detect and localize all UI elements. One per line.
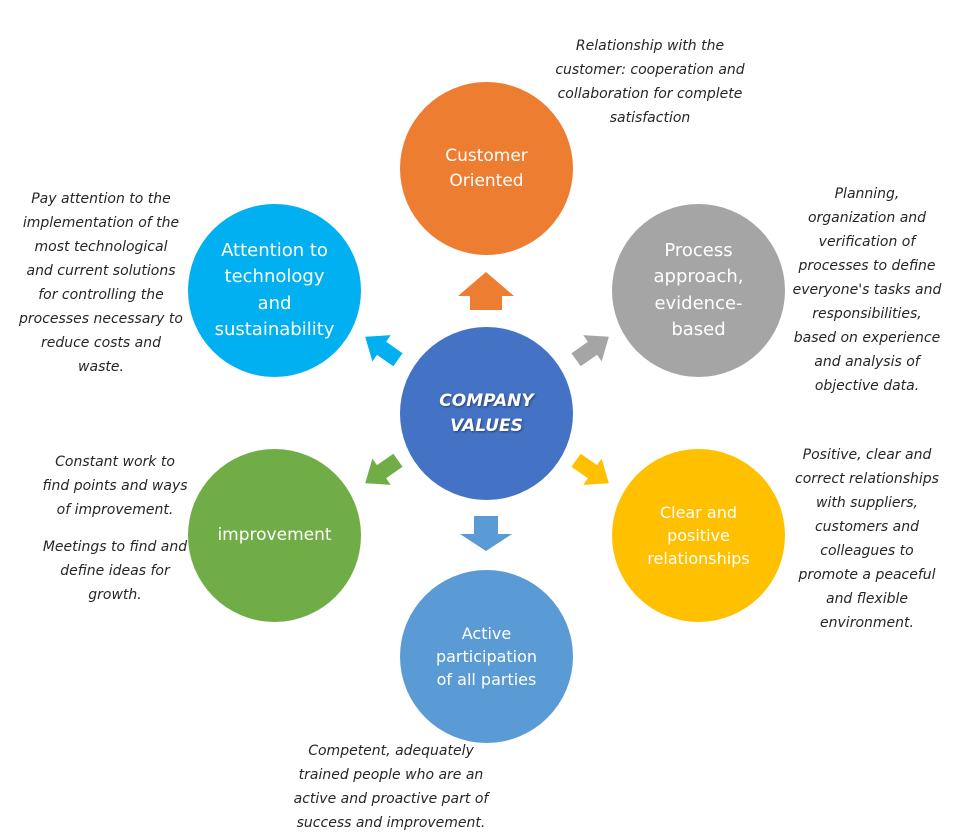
label-company-values: COMPANY VALUES (439, 390, 534, 436)
arrow-lower-left-improvement (365, 453, 403, 485)
note-clear-relationships: Positive, clear and correct relationship… (795, 447, 939, 631)
circle-process-approach: Process approach, evidence- based (612, 204, 785, 377)
note-improvement-work: Constant work to find points and ways of… (42, 454, 188, 518)
arrow-upper-right-process (571, 335, 609, 367)
label-clear-relationships: Clear and positive relationships (647, 502, 750, 569)
label-improvement: improvement (217, 525, 332, 546)
note-customer-oriented: Relationship with the customer: cooperat… (555, 38, 745, 126)
arrow-lower-right-relationships (571, 453, 609, 485)
arrow-down-participation (460, 516, 512, 551)
circle-customer-oriented: Customer Oriented (400, 82, 573, 255)
label-process-approach: Process approach, evidence- based (653, 240, 744, 340)
circle-technology-sustainability: Attention to technology and sustainabili… (188, 204, 361, 377)
note-technology-sustainability: Pay attention to the implementation of t… (19, 191, 183, 375)
label-technology-sustainability: Attention to technology and sustainabili… (214, 240, 335, 340)
arrow-upper-left-technology (365, 335, 403, 367)
note-improvement-meetings: Meetings to find and define ideas for gr… (42, 539, 188, 603)
note-process-approach: Planning, organization and verification … (792, 186, 942, 394)
circle-company-values-center: COMPANY VALUES (400, 327, 573, 500)
label-customer-oriented: Customer Oriented (445, 145, 528, 191)
circle-active-participation: Active participation of all parties (400, 570, 573, 743)
arrow-up-customer (458, 272, 514, 310)
note-active-participation: Competent, adequately trained people who… (293, 743, 489, 831)
circle-clear-relationships: Clear and positive relationships (612, 449, 785, 622)
circle-improvement: improvement (188, 449, 361, 622)
label-active-participation: Active participation of all parties (435, 623, 538, 690)
